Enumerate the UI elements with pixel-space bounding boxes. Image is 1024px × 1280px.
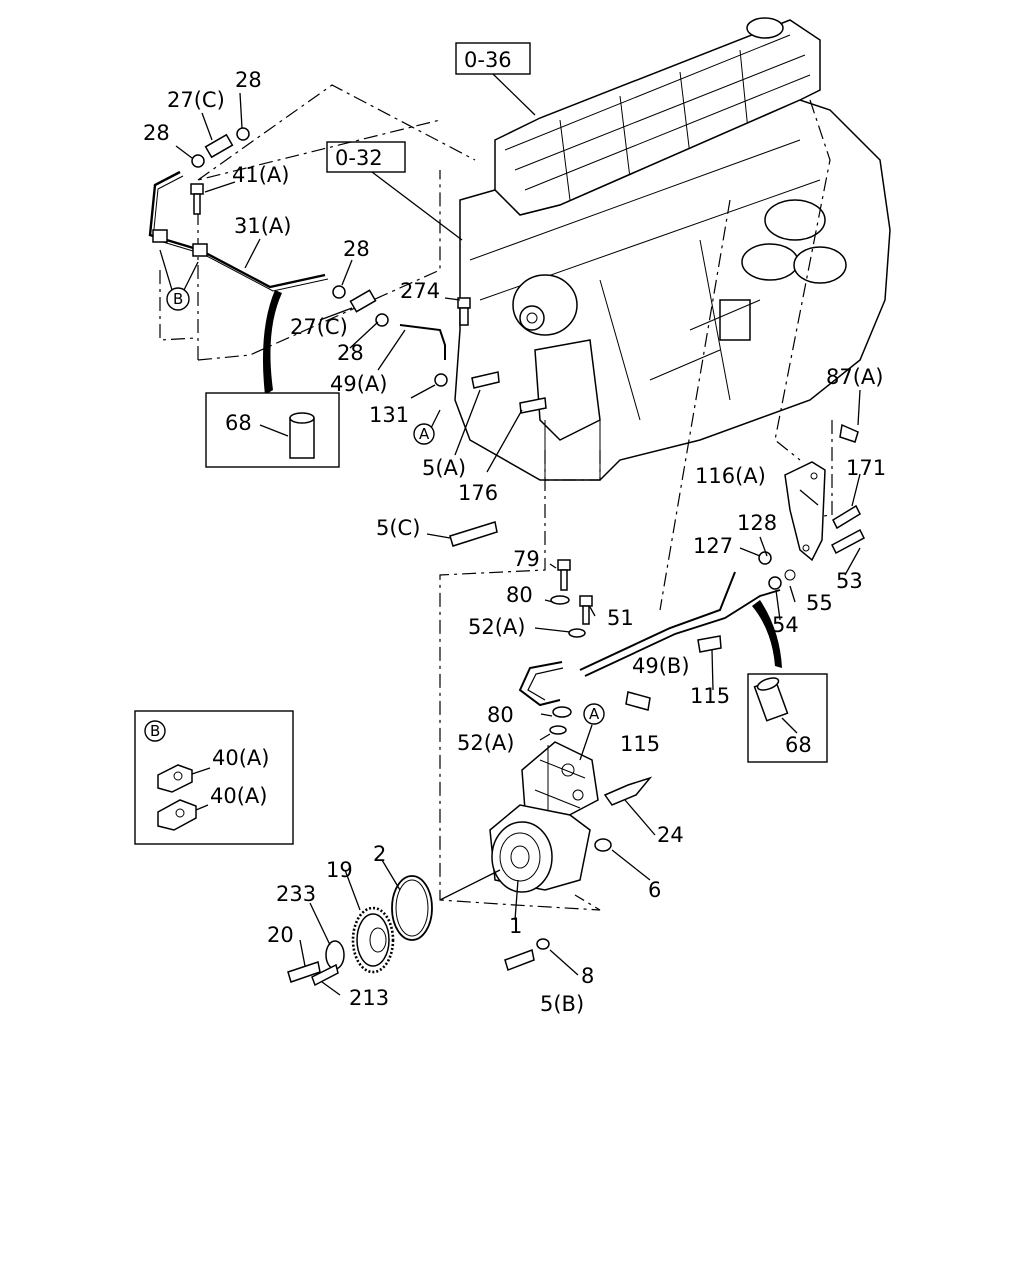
part-label: 274 (400, 279, 440, 303)
part-label: 1 (509, 914, 522, 938)
part-label: 80 (506, 583, 533, 607)
inset-b-marker: B (150, 722, 160, 740)
inset-b: B 40(A) 40(A) (134, 710, 294, 845)
svg-text:B: B (173, 290, 183, 308)
part-label: 128 (737, 511, 777, 535)
bracket-area (579, 99, 865, 691)
engine-block (454, 17, 891, 481)
part-label: 127 (693, 534, 733, 558)
part-label: 115 (620, 732, 660, 756)
part-label: 53 (836, 569, 863, 593)
part-label: 8 (581, 964, 594, 988)
part-label: 54 (772, 613, 799, 637)
part-label: 176 (458, 481, 498, 505)
part-label: 51 (607, 606, 634, 630)
part-label: 49(A) (330, 372, 387, 396)
ref-box-0-32: 0-32 (326, 141, 463, 241)
part-label: 5(C) (376, 516, 420, 540)
part-label: 55 (806, 591, 833, 615)
circle-marker-b: B (159, 249, 199, 311)
part-label: 6 (648, 878, 661, 902)
part-label: 49(B) (632, 654, 690, 678)
upper-pipe-assembly (148, 84, 547, 547)
part-label: 27(C) (167, 88, 225, 112)
part-label: 2 (373, 842, 386, 866)
part-label: 28 (143, 121, 170, 145)
part-label: 213 (349, 986, 389, 1010)
svg-text:A: A (419, 425, 430, 443)
part-label: 80 (487, 703, 514, 727)
pump-assembly (287, 450, 656, 996)
label-68-top: 68 (225, 411, 252, 435)
svg-text:A: A (589, 705, 600, 723)
part-label: 87(A) (826, 365, 883, 389)
part-label: 20 (267, 923, 294, 947)
part-label: 27(C) (290, 315, 348, 339)
part-label: 116(A) (695, 464, 766, 488)
circle-marker-a-top: A (413, 423, 435, 445)
label-40a-1: 40(A) (212, 746, 269, 770)
part-label: 31(A) (234, 214, 291, 238)
part-label: 19 (326, 858, 353, 882)
part-label: 24 (657, 823, 684, 847)
part-label: 28 (337, 341, 364, 365)
ref-label-0-32: 0-32 (335, 146, 383, 170)
part-label: 233 (276, 882, 316, 906)
circle-marker-a-bottom: A (583, 703, 605, 725)
part-label: 28 (343, 237, 370, 261)
inset-68-right: 68 (747, 673, 828, 763)
part-label: 79 (513, 547, 540, 571)
part-label: 5(A) (422, 456, 466, 480)
part-label: 131 (369, 403, 409, 427)
inset-68-top: 68 (205, 392, 340, 468)
part-label: 171 (846, 456, 886, 480)
part-label: 28 (235, 68, 262, 92)
part-label: 52(A) (457, 731, 514, 755)
part-label: 5(B) (540, 992, 584, 1016)
label-40a-2: 40(A) (210, 784, 267, 808)
part-label: 115 (690, 684, 730, 708)
ref-label-0-36: 0-36 (464, 48, 512, 72)
part-label: 41(A) (232, 163, 289, 187)
part-labels: 28 27(C) 28 41(A) 31(A) 28 274 27(C) 28 … (143, 68, 886, 1016)
label-68-right: 68 (785, 733, 812, 757)
ref-box-0-36: 0-36 (455, 42, 536, 116)
part-label: 52(A) (468, 615, 525, 639)
